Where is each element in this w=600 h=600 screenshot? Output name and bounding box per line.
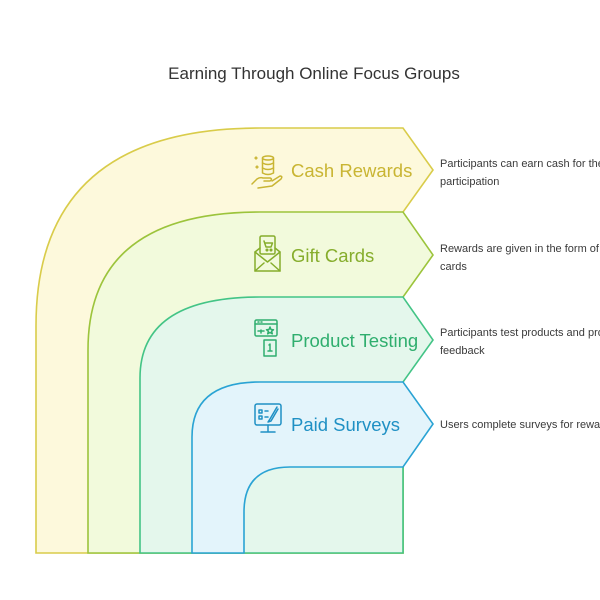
description-cash-rewards-line-2: participation [440, 176, 499, 188]
description-gift-cards-line-1: Rewards are given in the form of gift [440, 243, 600, 255]
band-paid-surveys [191, 381, 434, 554]
diagram-title: Earning Through Online Focus Groups [168, 64, 460, 83]
description-cash-rewards-line-1: Participants can earn cash for their [440, 158, 600, 170]
band-label-cash-rewards: Cash Rewards [291, 160, 412, 181]
band-label-gift-cards: Gift Cards [291, 245, 374, 266]
band-label-product-testing: Product Testing [291, 330, 418, 351]
description-product-testing-line-1: Participants test products and provide [440, 327, 600, 339]
cash-hand-icon [251, 155, 283, 189]
description-paid-surveys-line-1: Users complete surveys for rewards [440, 419, 600, 431]
survey-monitor-icon [254, 403, 282, 433]
description-product-testing-line-2: feedback [440, 345, 485, 357]
product-testing-icon [254, 319, 278, 357]
description-gift-cards-line-2: cards [440, 261, 467, 273]
gift-card-icon [254, 235, 281, 272]
band-label-paid-surveys: Paid Surveys [291, 414, 400, 435]
